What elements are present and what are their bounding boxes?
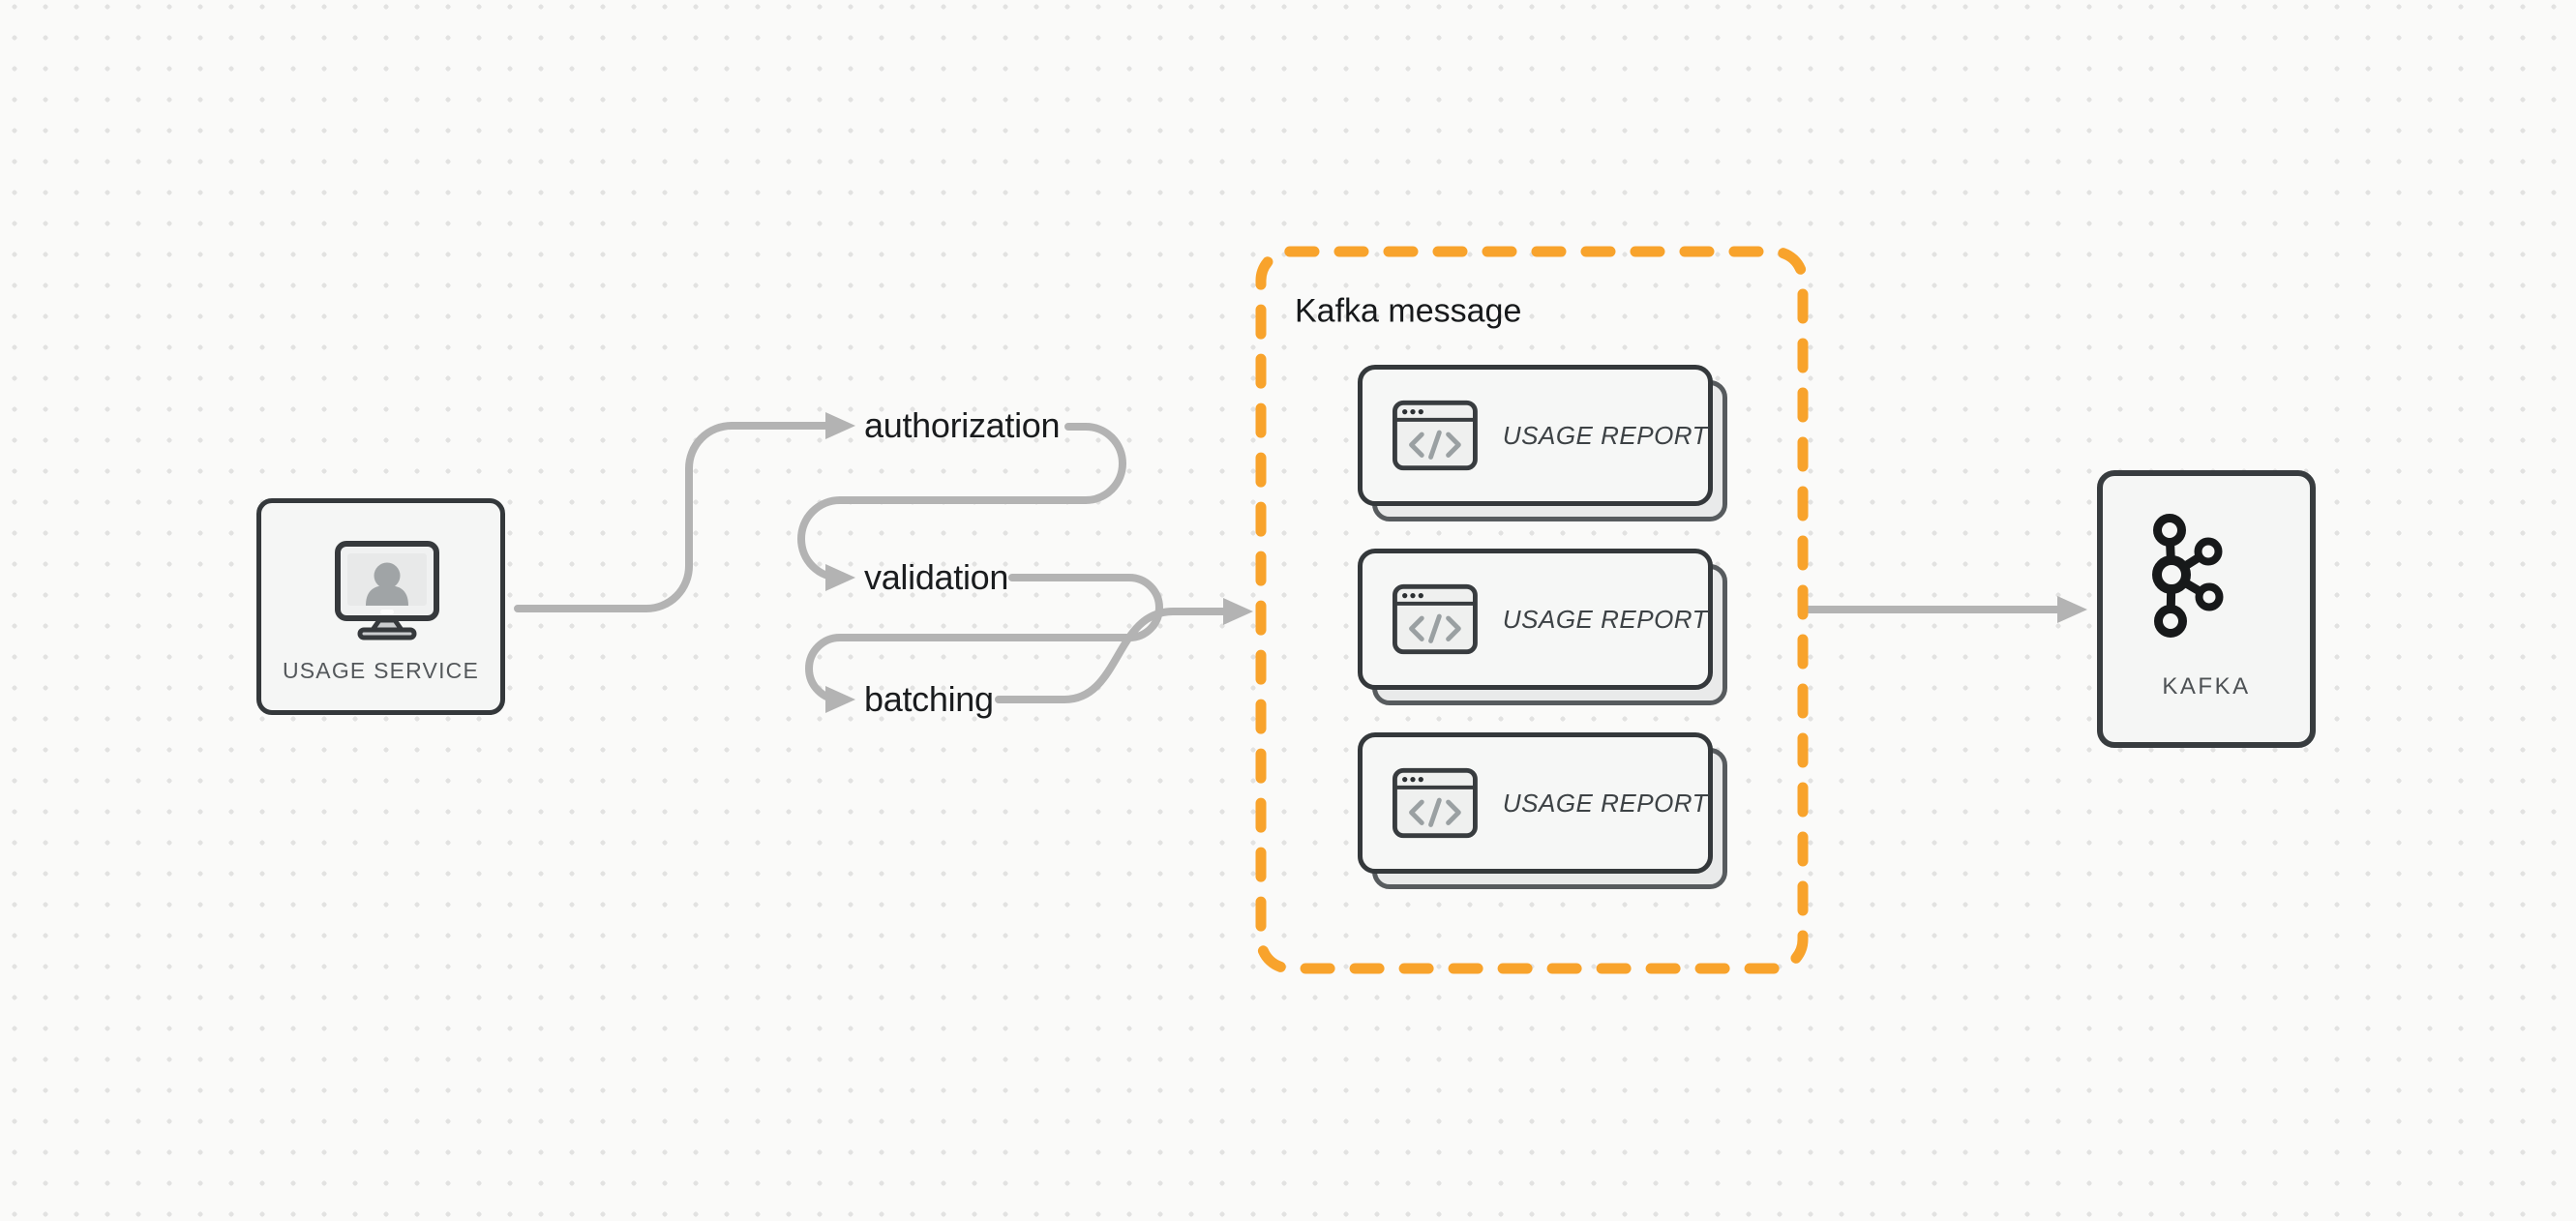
usage-report-card: USAGE REPORT — [1358, 365, 1727, 521]
arrowhead-kafka — [2057, 596, 2087, 623]
code-window-icon — [1393, 583, 1478, 655]
connector-usage-to-authorization — [514, 422, 832, 612]
node-kafka: KAFKA — [2097, 470, 2316, 748]
connector-batching-to-group — [995, 608, 1229, 703]
usage-report-label: USAGE REPORT — [1502, 604, 1708, 634]
usage-report-label: USAGE REPORT — [1502, 788, 1708, 818]
kafka-label: KAFKA — [2162, 673, 2251, 700]
step-label-authorization: authorization — [864, 405, 1061, 445]
monitor-user-icon — [335, 541, 439, 640]
usage-report-card: USAGE REPORT — [1358, 549, 1727, 705]
kafka-message-group-title: Kafka message — [1295, 292, 1522, 330]
arrowhead-validation — [825, 564, 855, 591]
usage-service-label: USAGE SERVICE — [282, 658, 480, 683]
usage-report-label: USAGE REPORT — [1502, 420, 1708, 450]
kafka-message-group-border — [1255, 246, 1809, 974]
arrowhead-group-entry — [1223, 598, 1253, 625]
code-window-icon — [1393, 767, 1478, 839]
kafka-logo-icon — [2152, 514, 2224, 638]
connector-validation-to-batching — [805, 574, 1163, 703]
node-usage-service: USAGE SERVICE — [256, 498, 505, 715]
connector-authorization-to-validation — [797, 423, 1126, 581]
arrowhead-authorization — [825, 412, 855, 439]
arrowhead-batching — [825, 686, 855, 713]
code-window-icon — [1393, 400, 1478, 471]
usage-report-card: USAGE REPORT — [1358, 732, 1727, 889]
step-label-validation: validation — [864, 557, 1009, 597]
step-label-batching: batching — [864, 679, 994, 719]
